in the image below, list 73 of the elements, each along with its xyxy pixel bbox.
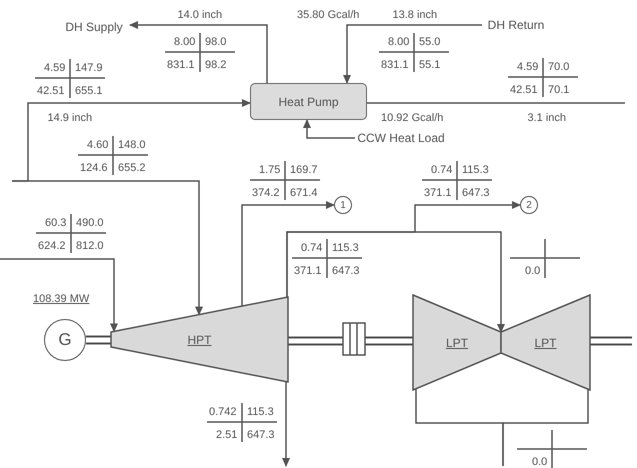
table-value: 115.3 [332, 242, 359, 254]
generator-circle: G [44, 319, 86, 361]
flow-label: 13.8 inch [392, 9, 438, 21]
stream-label: CCW Heat Load [355, 129, 447, 147]
power-label: 108.39 MW [33, 293, 90, 305]
stream-label: DH Return [482, 16, 550, 34]
flow-label: 14.9 inch [48, 112, 92, 124]
pipe-line [0, 258, 118, 332]
table-value: 148.0 [118, 139, 146, 151]
turbine-label: LPT [446, 336, 468, 350]
connection-circle: 1 [334, 196, 352, 214]
table-value: 70.1 [548, 84, 570, 96]
table-value: 647.3 [247, 429, 275, 441]
table-value: 42.51 [37, 85, 65, 97]
flow-label: 3.1 inch [528, 112, 566, 124]
table-value: 147.9 [75, 62, 103, 74]
pipe-line [282, 382, 290, 467]
table-value: 0.0 [532, 456, 548, 468]
table-value: 671.4 [290, 187, 318, 199]
pipe-line [12, 180, 203, 316]
table-value: 831.1 [167, 59, 195, 71]
heat-pump-box [250, 83, 367, 120]
turbine-label: HPT [188, 332, 212, 346]
table-value: 812.0 [76, 240, 104, 252]
table-value: 4.59 [44, 62, 66, 74]
table-value: 0.0 [525, 265, 540, 277]
table-value: 4.60 [87, 139, 108, 151]
table-value: 374.2 [252, 187, 280, 199]
table-value: 831.1 [381, 59, 409, 71]
table-value: 0.74 [431, 164, 452, 176]
table-value: 60.3 [45, 217, 66, 229]
table-value: 124.6 [80, 162, 108, 174]
table-value: 169.7 [290, 164, 318, 176]
table-value: 70.0 [548, 61, 570, 73]
pipe-line [502, 389, 589, 466]
pipe-line [367, 102, 625, 104]
table-value: 98.0 [205, 36, 226, 48]
table-value: 371.1 [294, 265, 322, 277]
stream-label: DH Supply [58, 18, 130, 36]
pipe-line [343, 24, 482, 84]
table-value: 115.3 [462, 164, 489, 176]
box-label: Heat Pump [278, 94, 339, 108]
pipe-line [303, 119, 355, 139]
table-value: 8.00 [174, 36, 196, 48]
table-value: 655.2 [118, 162, 146, 174]
table-value: 8.00 [388, 36, 410, 48]
table-value: 98.2 [205, 59, 226, 71]
pipe-line [241, 201, 335, 306]
pipe-line [286, 231, 505, 333]
table-value: 490.0 [76, 217, 104, 229]
flow-label: 10.92 Gcal/h [381, 112, 444, 124]
shaft [590, 336, 632, 346]
table-value: 1.75 [259, 164, 280, 176]
table-value: 115.3 [247, 406, 274, 418]
table-value: 55.0 [419, 36, 440, 48]
table-value: 371.1 [424, 187, 452, 199]
table-value: 0.74 [301, 242, 322, 254]
shaft [288, 336, 413, 346]
table-value: 2.51 [216, 429, 238, 441]
flow-label: 35.80 Gcal/h [297, 9, 360, 21]
table-value: 655.1 [75, 85, 103, 97]
table-value: 647.3 [462, 187, 490, 199]
table-value: 647.3 [332, 265, 360, 277]
table-value: 4.59 [517, 61, 538, 73]
shaft [86, 336, 111, 344]
table-value: 42.51 [510, 84, 538, 96]
flow-label: 14.0 inch [178, 9, 222, 21]
table-value: 55.1 [419, 59, 440, 71]
table-value: 624.2 [38, 240, 66, 252]
pipe-line [129, 21, 268, 83]
table-value: 0.742 [209, 406, 237, 418]
connection-circle: 2 [520, 196, 538, 214]
turbine-label: LPT [534, 336, 556, 350]
